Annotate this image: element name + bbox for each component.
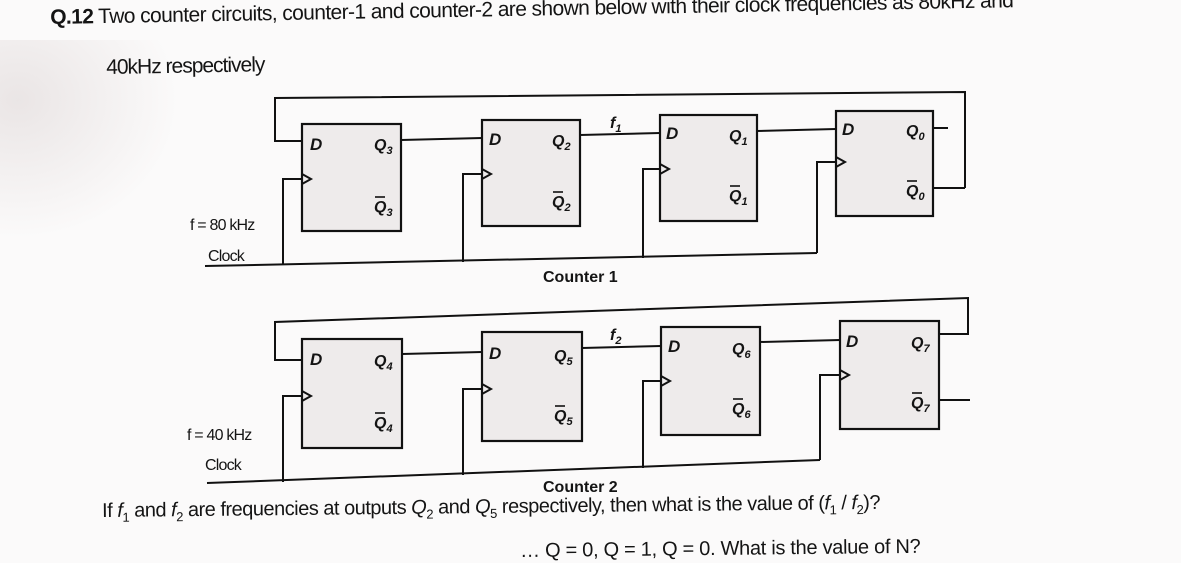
svg-text:Q3: Q3: [374, 137, 393, 157]
flipflop-q5: [480, 330, 584, 443]
svg-text:Q1: Q1: [729, 188, 748, 208]
clock-triangle-icon: [301, 173, 314, 185]
svg-text:D: D: [489, 344, 501, 363]
feedback-wire-2: [274, 296, 969, 361]
flipflop-q3: [300, 122, 403, 233]
counter-2: D Q4 Q4 D Q5 Q5 D Q6 Q6 D Q7 Q7 f2 f = 4…: [187, 296, 970, 496]
svg-text:Q2: Q2: [552, 194, 571, 214]
paper-shadow: [0, 40, 180, 240]
svg-text:Q3: Q3: [374, 199, 393, 219]
svg-text:Q6: Q6: [732, 341, 751, 361]
flipflop-q6: [659, 325, 762, 437]
f1-label: f1: [610, 115, 621, 135]
clock-label-1: Clock: [208, 248, 246, 265]
counter-1-title: Counter 1: [543, 269, 618, 286]
svg-text:Q4: Q4: [374, 353, 393, 373]
clock-frequency-label-2: f = 40 kHz: [187, 427, 252, 444]
clock-triangle-icon: [481, 168, 494, 180]
flipflop-q1: [658, 113, 759, 223]
feedback-wire-1: [274, 90, 966, 188]
clock-triangle-icon: [301, 390, 314, 402]
flipflop-q2: [480, 118, 582, 228]
svg-text:D: D: [842, 120, 854, 139]
svg-text:D: D: [310, 135, 322, 154]
counter-1: D Q3 Q3 D Q2 Q2 D Q1 Q1 D Q0 Q0 f1 f = 8…: [190, 90, 966, 286]
clock-bus-1: [204, 252, 818, 267]
svg-text:Q7: Q7: [911, 335, 930, 355]
flipflop-q7: [838, 319, 941, 431]
clock-triangle-icon: [839, 369, 852, 381]
clock-bus-2: [206, 459, 821, 484]
svg-text:D: D: [846, 332, 858, 351]
counter-2-title: Counter 2: [543, 479, 618, 496]
clock-triangle-icon: [481, 383, 494, 395]
svg-text:Q5: Q5: [554, 348, 573, 368]
svg-text:D: D: [666, 124, 678, 143]
clock-triangle-icon: [660, 375, 673, 387]
svg-text:D: D: [668, 337, 680, 356]
clock-triangle-icon: [659, 163, 672, 175]
f2-label: f2: [610, 327, 621, 347]
svg-text:Q5: Q5: [554, 408, 573, 428]
clock-triangle-icon: [835, 156, 848, 168]
svg-text:Q0: Q0: [906, 123, 925, 143]
svg-text:Q1: Q1: [729, 128, 748, 148]
svg-text:Q0: Q0: [906, 183, 925, 203]
svg-text:D: D: [489, 130, 501, 149]
clock-frequency-label-1: f = 80 kHz: [190, 217, 255, 234]
flipflop-q0: [834, 109, 935, 218]
svg-text:D: D: [310, 350, 322, 369]
next-question-fragment: … Q = 0, Q = 1, Q = 0. What is the value…: [520, 535, 921, 562]
svg-text:Q6: Q6: [732, 401, 751, 421]
svg-text:Q7: Q7: [911, 395, 930, 415]
svg-text:Q2: Q2: [552, 133, 571, 153]
clock-label-2: Clock: [205, 457, 243, 474]
flipflop-q4: [300, 337, 404, 450]
svg-text:Q4: Q4: [374, 415, 393, 435]
